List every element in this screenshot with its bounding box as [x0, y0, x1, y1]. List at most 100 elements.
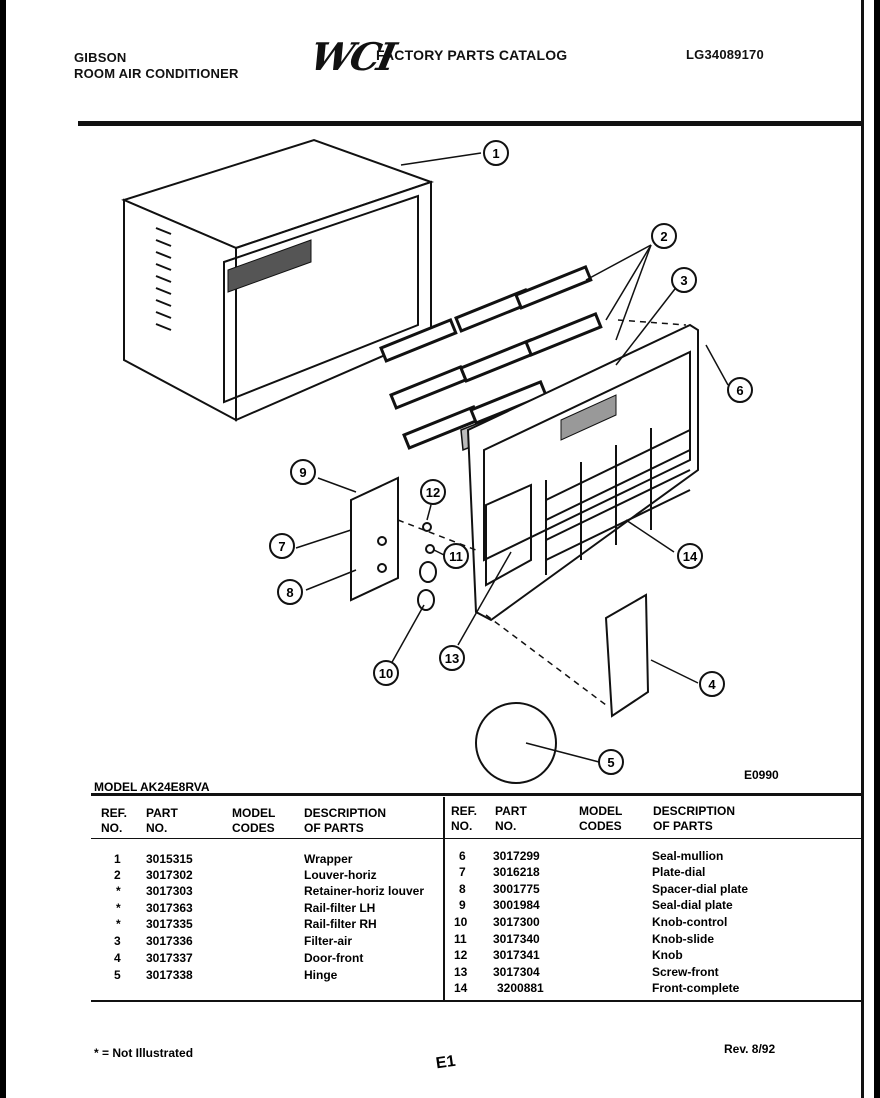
header-codes-left: MODEL CODES [232, 806, 276, 835]
ref-cell: 14 [454, 981, 468, 995]
ref-cell: 13 [454, 965, 468, 979]
svg-text:4: 4 [708, 677, 716, 692]
desc-cell: Knob-slide [652, 932, 714, 946]
part-cell: 3016218 [493, 865, 540, 879]
ref-cell: 6 [459, 849, 466, 863]
svg-text:10: 10 [379, 666, 393, 681]
header-ref-left: REF. NO. [101, 806, 128, 835]
desc-cell: Louver-horiz [304, 868, 377, 882]
part-cell: 3001984 [493, 898, 540, 912]
ref-cell: 8 [459, 882, 466, 896]
ref-cell: 7 [459, 865, 466, 879]
desc-cell: Front-complete [652, 981, 740, 995]
callout-13: 13 [439, 645, 465, 671]
dial-plate [350, 476, 399, 602]
header-desc-left: DESCRIPTION OF PARTS [304, 806, 387, 835]
ref-cell: * [116, 917, 121, 931]
svg-text:3: 3 [680, 273, 687, 288]
document-number: LG34089170 [686, 47, 764, 62]
desc-cell: Hinge [304, 968, 338, 982]
callout-3: 3 [671, 267, 697, 293]
desc-cell: Filter-air [304, 934, 353, 948]
ref-cell: 4 [114, 951, 121, 965]
svg-text:14: 14 [683, 549, 698, 564]
svg-text:6: 6 [736, 383, 743, 398]
ref-cell: 10 [454, 915, 468, 929]
part-cell: 3017341 [493, 948, 540, 962]
ref-cell: * [116, 884, 121, 898]
part-cell: 3017338 [146, 968, 193, 982]
callout-12: 12 [420, 479, 446, 505]
desc-cell: Door-front [304, 951, 364, 965]
part-cell: 3001775 [493, 882, 540, 896]
desc-cell: Seal-mullion [652, 849, 724, 863]
callout-2: 2 [651, 223, 677, 249]
svg-text:12: 12 [426, 485, 440, 500]
svg-text:8: 8 [286, 585, 293, 600]
louvers [379, 264, 603, 450]
header-rule [78, 121, 862, 126]
desc-cell: Seal-dial plate [652, 898, 733, 912]
ref-cell: 9 [459, 898, 466, 912]
svg-text:13: 13 [445, 651, 459, 666]
desc-cell: Rail-filter LH [304, 901, 376, 915]
ref-cell: * [116, 901, 121, 915]
desc-cell: Plate-dial [652, 865, 706, 879]
model-label: MODEL AK24E8RVA [94, 780, 210, 794]
desc-cell: Knob [652, 948, 683, 962]
front-panel [466, 323, 699, 622]
part-cell: 3017363 [146, 901, 193, 915]
footnote: * = Not Illustrated [94, 1046, 194, 1060]
part-cell: 3017340 [493, 932, 540, 946]
part-cell: 3017335 [146, 917, 193, 931]
svg-text:5: 5 [607, 755, 614, 770]
ref-cell: 3 [114, 934, 121, 948]
header-part-right: PART NO. [495, 804, 527, 833]
catalog-title: FACTORY PARTS CATALOG [376, 47, 568, 63]
desc-cell: Retainer-horiz louver [304, 884, 425, 898]
callout-4: 4 [699, 671, 725, 697]
page-number: E1 [434, 1052, 457, 1073]
part-cell: 3200881 [497, 981, 544, 995]
desc-cell: Wrapper [304, 852, 353, 866]
brand-name: GIBSON [74, 50, 127, 65]
svg-text:9: 9 [299, 465, 306, 480]
model-code: E0990 [744, 768, 779, 782]
part-cell: 3015315 [146, 852, 193, 866]
part-cell: 3017299 [493, 849, 540, 863]
exploded-parts-diagram: 1 2 3 4 5 6 7 8 9 10 11 12 13 14 [121, 138, 753, 784]
callout-5: 5 [598, 749, 624, 775]
part-cell: 3017300 [493, 915, 540, 929]
callout-14: 14 [677, 543, 703, 569]
callout-8: 8 [277, 579, 303, 605]
callout-1: 1 [483, 140, 509, 166]
part-cell: 3017304 [493, 965, 540, 979]
header-codes-right: MODEL CODES [579, 804, 623, 833]
part-cell: 3017336 [146, 934, 193, 948]
column-divider [443, 797, 445, 1002]
ref-cell: 5 [114, 968, 121, 982]
right-frame-edge [861, 0, 864, 1098]
hinge-detail [475, 702, 557, 784]
callout-bubbles: 1 2 3 4 5 6 7 8 9 10 11 12 13 14 [269, 140, 753, 775]
product-type: ROOM AIR CONDITIONER [74, 66, 239, 81]
desc-cell: Screw-front [652, 965, 719, 979]
header-ref-right: REF. NO. [451, 804, 478, 833]
svg-text:1: 1 [492, 146, 499, 161]
desc-cell: Rail-filter RH [304, 917, 377, 931]
table-top-rule [91, 793, 862, 796]
callout-10: 10 [373, 660, 399, 686]
ref-cell: 12 [454, 948, 468, 962]
ref-cell: 11 [454, 932, 467, 946]
ref-cell: 2 [114, 868, 121, 882]
wrapper-cabinet [121, 138, 435, 422]
svg-text:7: 7 [278, 539, 285, 554]
parts-catalog-page: GIBSON ROOM AIR CONDITIONER WCI FACTORY … [6, 0, 874, 1098]
desc-cell: Spacer-dial plate [652, 882, 749, 896]
callout-7: 7 [269, 533, 295, 559]
callout-9: 9 [290, 459, 316, 485]
header-divider [91, 838, 862, 839]
header-desc-right: DESCRIPTION OF PARTS [653, 804, 736, 833]
table-bottom-rule [91, 1000, 862, 1002]
front-door [604, 593, 650, 718]
